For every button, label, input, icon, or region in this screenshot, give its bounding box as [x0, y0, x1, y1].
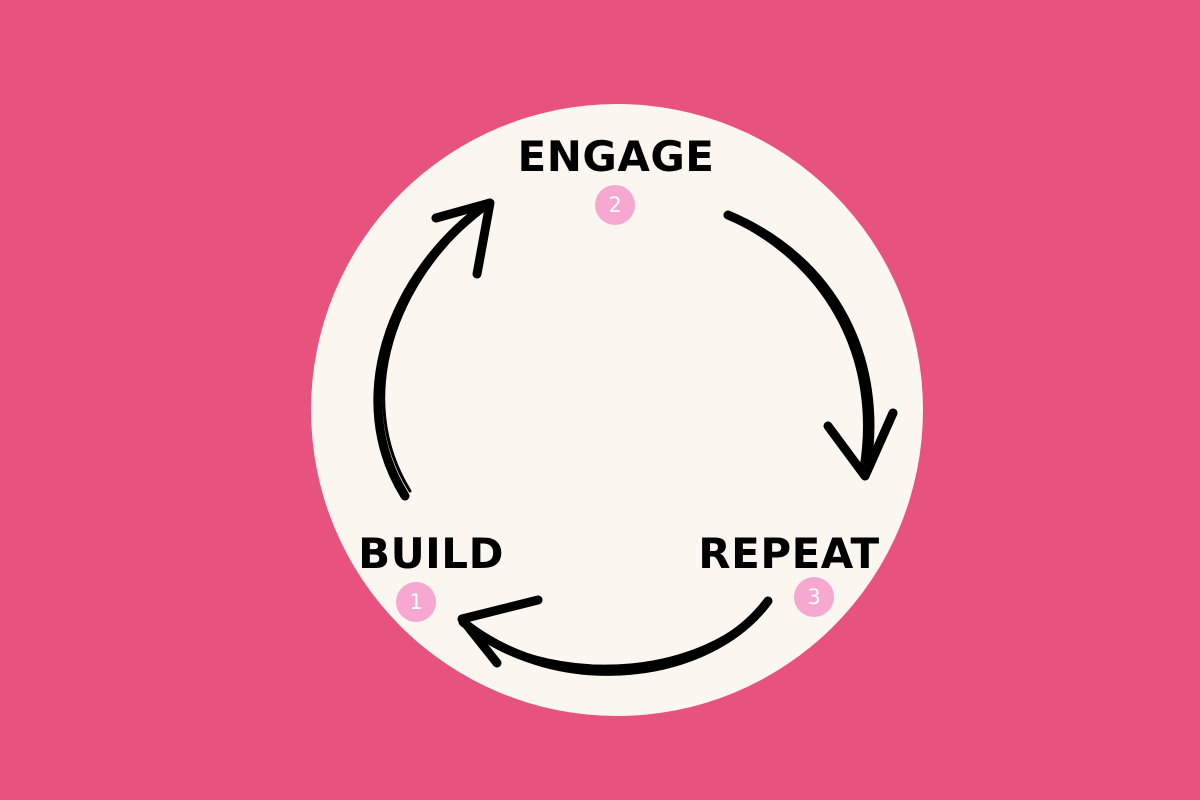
step-label-repeat: REPEAT	[698, 529, 880, 578]
step-label-engage: ENGAGE	[517, 132, 715, 181]
arrow-engage-to-repeat-icon	[723, 210, 898, 481]
arrow-repeat-to-build-icon	[457, 595, 773, 676]
step-number-badge-engage: 2	[595, 185, 635, 225]
arrow-build-to-engage-icon	[373, 198, 495, 501]
step-label-build: BUILD	[358, 529, 504, 578]
step-number-badge-build: 1	[396, 582, 436, 622]
step-number-badge-repeat: 3	[794, 577, 834, 617]
